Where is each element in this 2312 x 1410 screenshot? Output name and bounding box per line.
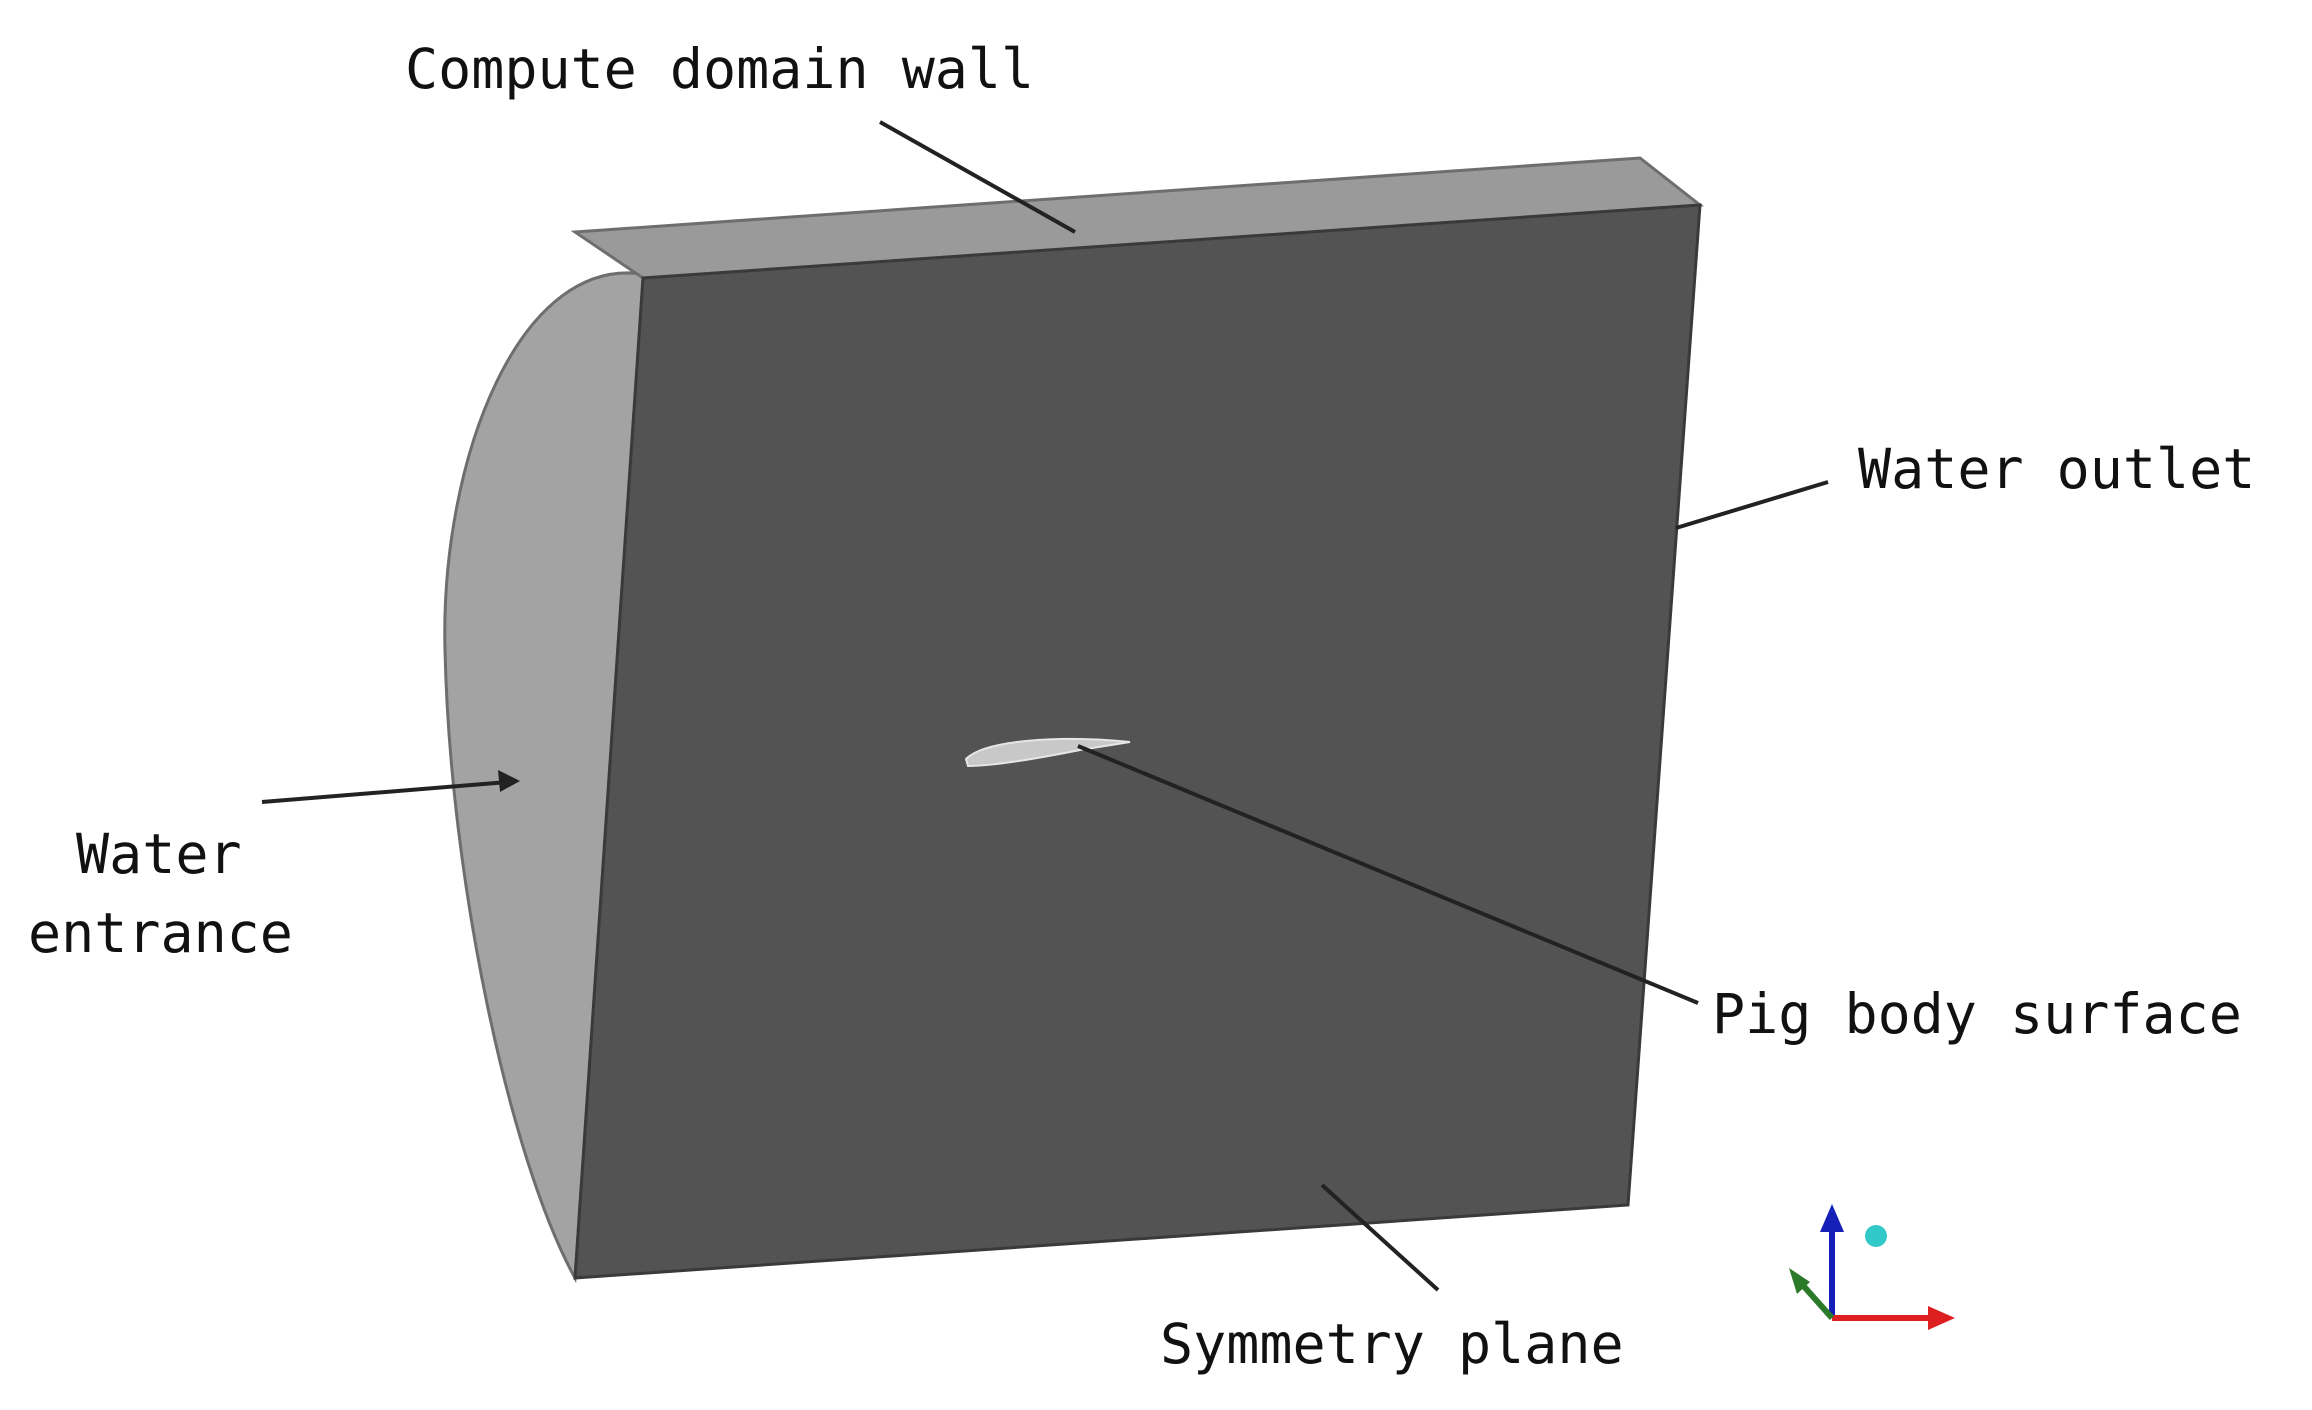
leader-line-symmetry-plane [1320,1183,1440,1292]
label-symmetry-plane: Symmetry plane [1160,1312,1624,1376]
water-entrance-face [443,271,653,1284]
arrowhead-water-entrance [498,770,520,792]
label-water-entrance-line1: Water [76,822,242,886]
label-water-entrance-line2: entrance [28,901,293,965]
leader-line-pig-body-surface [1077,744,1699,1005]
label-pig-body-surface: Pig body surface [1712,982,2242,1046]
label-water-outlet: Water outlet [1858,437,2255,501]
symmetry-plane-face [573,203,1702,1280]
leader-line-water-entrance [261,780,509,804]
label-compute-domain-wall: Compute domain wall [405,37,1034,101]
leader-line-compute-domain-wall [879,120,1076,234]
xyz-axis-triad-icon [1789,1204,1955,1330]
pig-body-shape [964,737,1131,768]
leader-line-water-outlet [1675,480,1829,530]
